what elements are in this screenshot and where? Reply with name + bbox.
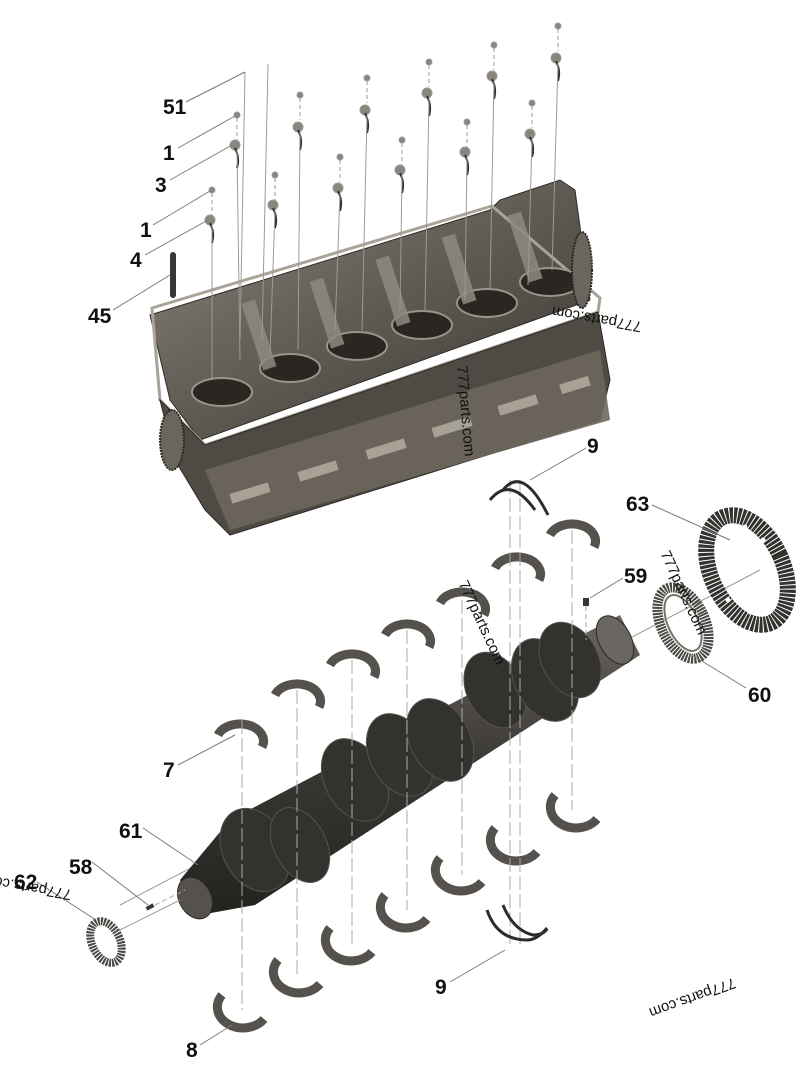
gear-ring-62 <box>86 917 126 967</box>
callout-7: 7 <box>163 759 175 782</box>
callout-61: 61 <box>119 820 143 843</box>
block-gear-right <box>571 231 593 309</box>
key-59 <box>583 598 589 606</box>
callout-3: 3 <box>155 174 167 197</box>
callout-4: 4 <box>130 249 142 272</box>
callout-51: 51 <box>163 96 187 119</box>
thrust-washers-top <box>488 480 550 516</box>
callout-1-bolt-upper: 1 <box>163 142 175 165</box>
callout-63: 63 <box>626 493 650 516</box>
callout-8: 8 <box>186 1039 198 1062</box>
callout-60: 60 <box>748 684 772 707</box>
cylinder-block <box>149 179 611 536</box>
thrust-washers-bottom <box>485 904 549 942</box>
callout-1-bolt-lower: 1 <box>140 219 152 242</box>
lower-bearing-shells <box>212 792 601 1033</box>
crankshaft <box>119 569 761 920</box>
callout-62: 62 <box>14 871 38 894</box>
dowel-pin-45 <box>170 252 176 298</box>
pin-58 <box>145 903 155 911</box>
callout-9-bottom: 9 <box>435 976 447 999</box>
flywheel-ring-gear-63 <box>698 507 796 633</box>
guide-lines <box>241 480 573 1010</box>
callout-58: 58 <box>69 856 93 879</box>
callout-9-top: 9 <box>587 435 599 458</box>
leader-lines <box>36 71 747 1046</box>
block-gear-left <box>159 409 185 471</box>
callout-45: 45 <box>88 305 112 328</box>
gear-ring-60 <box>652 582 714 664</box>
callout-59: 59 <box>624 565 648 588</box>
piston-cooling-nozzles <box>204 22 562 380</box>
upper-bearing-shells <box>214 519 600 750</box>
